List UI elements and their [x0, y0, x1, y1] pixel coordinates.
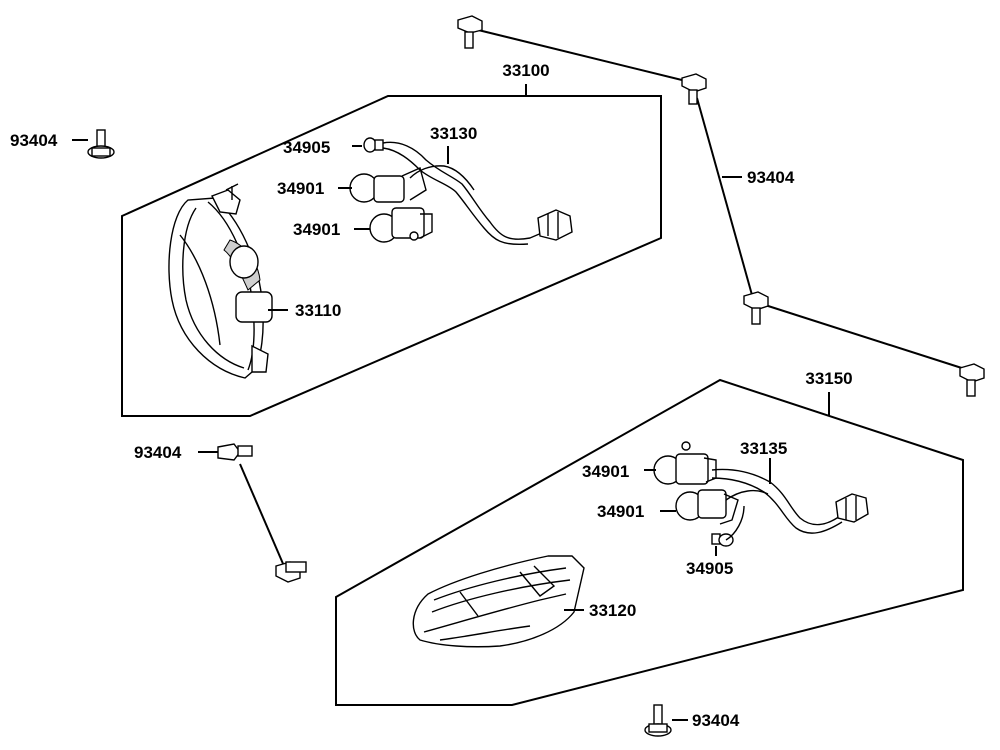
label-93404-bottom: 93404 — [692, 711, 740, 730]
label-33130: 33130 — [430, 124, 477, 143]
label-34901-rear-upper: 34901 — [582, 462, 629, 481]
bolt-icon — [72, 129, 115, 159]
label-93404-right: 93404 — [747, 168, 795, 187]
frame-33100 — [121, 95, 662, 417]
bolt-pair-mid-left — [198, 443, 307, 583]
label-33150: 33150 — [805, 369, 852, 388]
bolt-icon — [644, 704, 688, 737]
label-33120: 33120 — [589, 601, 636, 620]
bolt-icon — [959, 363, 985, 397]
frame-33150 — [335, 378, 964, 706]
bulb-34905-front — [363, 137, 384, 153]
label-34901-front-lower: 34901 — [293, 220, 340, 239]
bolt-chain-right — [469, 27, 969, 371]
label-34901-front-upper: 34901 — [277, 179, 324, 198]
label-33135: 33135 — [740, 439, 787, 458]
bolt-icon — [457, 15, 483, 49]
label-93404-left: 93404 — [10, 131, 58, 150]
label-34901-rear-lower: 34901 — [597, 502, 644, 521]
label-93404-mid: 93404 — [134, 443, 182, 462]
label-33100: 33100 — [502, 61, 549, 80]
bulb-socket-rear-upper — [653, 441, 717, 485]
label-34905-rear: 34905 — [686, 559, 733, 578]
bulb-34905-rear — [711, 533, 734, 547]
headlight-lens-33120 — [412, 555, 585, 648]
bulb-socket-front-upper — [349, 167, 427, 203]
bulb-socket-rear-lower — [675, 489, 739, 525]
bolt-icon — [681, 73, 707, 105]
label-34905-front: 34905 — [283, 138, 330, 157]
label-33110: 33110 — [295, 301, 341, 320]
wire-harness-33130 — [382, 141, 573, 246]
headlight-housing-33110 — [168, 183, 273, 379]
bulb-socket-front-lower — [369, 207, 433, 243]
bolt-icon — [743, 291, 769, 325]
wire-harness-33135 — [711, 468, 869, 541]
